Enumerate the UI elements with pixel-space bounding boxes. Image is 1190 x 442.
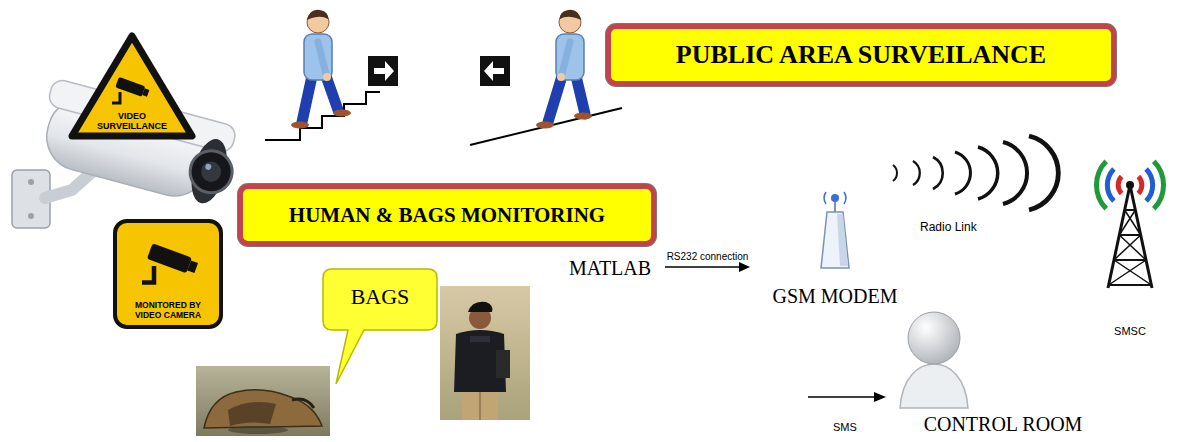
modem-icon — [821, 192, 849, 268]
control-room: CONTROL ROOM — [898, 308, 1108, 438]
device-label: CONTROL ROOM — [924, 412, 1083, 436]
heading-box: HUMAN & BAGS MONITORING — [238, 184, 656, 246]
connector-line — [665, 266, 741, 268]
title-text: PUBLIC AREA SURVEILANCE — [676, 40, 1046, 70]
software-block: MATLAB — [555, 252, 665, 282]
callout-outline — [323, 269, 437, 384]
node-shape — [1080, 140, 1180, 340]
operator-icon — [900, 312, 968, 408]
sign-text: VIDEO SURVEILLANCE — [92, 112, 172, 132]
sign-text: MONITORED BY VIDEO CAMERA — [128, 301, 208, 320]
message-label: SMS — [833, 421, 857, 433]
sign-outline — [115, 221, 221, 327]
warning-sign: MONITORED BY VIDEO CAMERA — [112, 218, 224, 330]
software-label: MATLAB — [569, 256, 651, 280]
callout-text: BAGS — [351, 284, 410, 310]
device-label: SMSC — [1114, 325, 1146, 338]
direction-arrow — [368, 56, 398, 86]
smsc-tower: SMSC — [1080, 140, 1180, 340]
warning-sign: VIDEO SURVEILLANCE — [66, 30, 198, 142]
walking-person — [470, 10, 622, 145]
camera-icon — [142, 243, 199, 282]
connection-label: RS232 connection — [666, 251, 750, 262]
tower-icon — [1096, 161, 1163, 288]
direction-arrow — [480, 56, 510, 86]
radio-waves — [893, 136, 1058, 210]
link-label: Radio Link — [920, 220, 977, 234]
bag-photo — [196, 366, 330, 436]
heading-text: HUMAN & BAGS MONITORING — [289, 203, 605, 228]
sms-arrow — [808, 392, 886, 402]
device-label: GSM MODEM — [772, 284, 897, 308]
police-photo — [440, 286, 530, 420]
title-box: PUBLIC AREA SURVEILANCE — [606, 24, 1116, 86]
gsm-modem: GSM MODEM — [750, 180, 920, 312]
sign-outline — [72, 36, 192, 136]
arrow-head — [739, 262, 750, 272]
camera-icon — [112, 77, 150, 103]
connector-arrow — [665, 262, 750, 272]
walking-person — [265, 10, 380, 140]
speech-callout: BAGS — [322, 268, 438, 386]
